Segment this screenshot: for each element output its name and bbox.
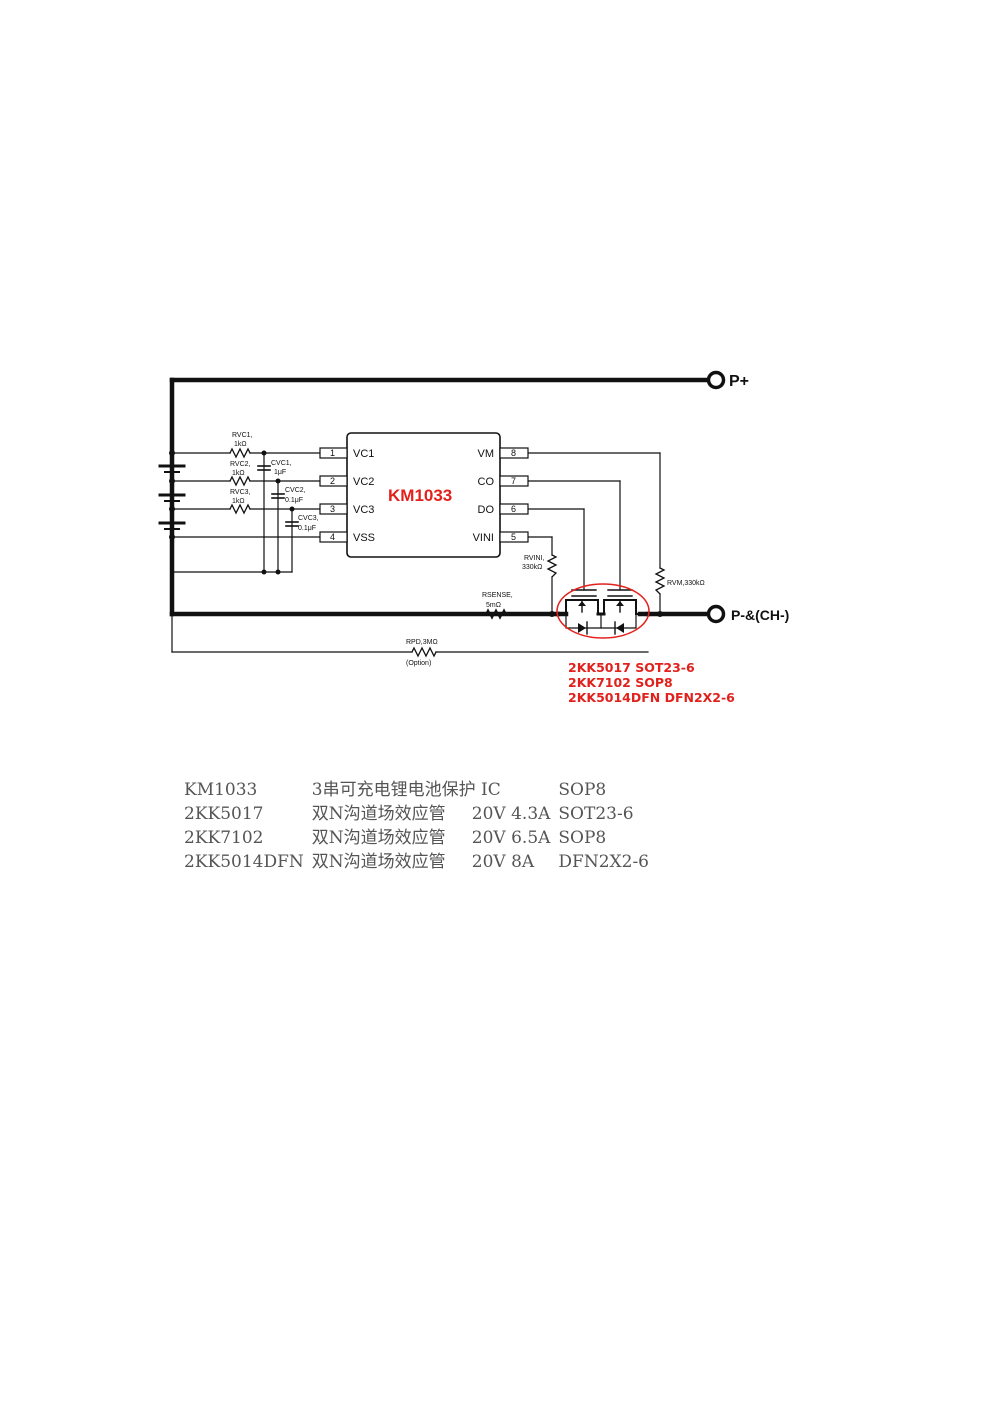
chip-name: KM1033 bbox=[388, 486, 452, 505]
table-row: 2KK5014DFN 双N沟道场效应管 20V 8A DFN2X2-6 bbox=[184, 850, 657, 874]
km1033-chip-body bbox=[346, 432, 501, 558]
rvc3-resistor bbox=[229, 503, 251, 515]
rvc3-label: RVC3, bbox=[230, 489, 251, 496]
part-package: SOP8 bbox=[558, 780, 607, 800]
rvc1-label: RVC1, bbox=[232, 432, 253, 439]
cvc1-label: CVC1, bbox=[271, 460, 292, 467]
capacitors bbox=[257, 465, 299, 527]
pin-number: 6 bbox=[511, 504, 516, 514]
rsense-value: 5mΩ bbox=[486, 602, 501, 609]
part-description: 双N沟道场效应管 bbox=[311, 852, 446, 872]
table-row: 2KK5017 双N沟道场效应管 20V 4.3A SOT23-6 bbox=[184, 802, 657, 826]
rvini-label: RVINI, bbox=[524, 555, 545, 562]
part-rating: 20V 4.3A bbox=[471, 804, 551, 824]
circuit-schematic: KM1033 1 2 3 4 VC1 VC2 VC3 VSS 8 7 6 5 V… bbox=[158, 370, 789, 705]
rvini-value: 330kΩ bbox=[522, 564, 542, 571]
part-number: 2KK5014DFN bbox=[184, 852, 304, 872]
rvc2-value: 1kΩ bbox=[232, 470, 245, 477]
pin-label: CO bbox=[478, 476, 495, 488]
p-plus-label: P+ bbox=[729, 373, 749, 390]
p-minus-terminal[interactable] bbox=[706, 604, 726, 624]
cvc3-value: 0.1μF bbox=[298, 525, 316, 532]
pin-label: VM bbox=[478, 448, 495, 460]
pin-number: 7 bbox=[511, 476, 516, 486]
p-plus-terminal[interactable] bbox=[706, 370, 726, 390]
cvc1-value: 1μF bbox=[274, 469, 286, 476]
positive-rail bbox=[169, 377, 711, 617]
part-number: KM1033 bbox=[184, 780, 258, 800]
part-rating: 20V 8A bbox=[471, 852, 535, 872]
part-package: DFN2X2-6 bbox=[558, 852, 650, 872]
mosfet-highlight-circle bbox=[556, 583, 650, 639]
rpd-option: (Option) bbox=[406, 660, 431, 667]
dual-mosfet bbox=[555, 589, 651, 635]
part-description: 双N沟道场效应管 bbox=[311, 828, 446, 848]
pin-number: 5 bbox=[511, 532, 516, 542]
battery-stack bbox=[158, 464, 186, 530]
rvc2-label: RVC2, bbox=[230, 461, 251, 468]
mosfet-option: 2KK5014DFN DFN2X2-6 bbox=[568, 690, 735, 705]
rsense-label: RSENSE, bbox=[482, 592, 513, 599]
rvc3-value: 1kΩ bbox=[232, 498, 245, 505]
part-description: 双N沟道场效应管 bbox=[311, 804, 446, 824]
p-minus-label: P-&(CH-) bbox=[731, 607, 789, 623]
rvc2-resistor bbox=[229, 475, 251, 487]
table-row: 2KK7102 双N沟道场效应管 20V 6.5A SOP8 bbox=[184, 826, 657, 850]
rvc1-value: 1kΩ bbox=[234, 441, 247, 448]
pin-label: VC1 bbox=[353, 448, 374, 460]
pin-label: VC2 bbox=[353, 476, 374, 488]
table-row: KM1033 3串可充电锂电池保护 IC SOP8 bbox=[184, 778, 657, 802]
part-package: SOT23-6 bbox=[558, 804, 634, 824]
part-description: 3串可充电锂电池保护 IC bbox=[311, 780, 501, 800]
rvini-resistor bbox=[546, 554, 558, 578]
part-number: 2KK5017 bbox=[184, 804, 264, 824]
rvc1-resistor bbox=[229, 447, 251, 459]
pin-label: VSS bbox=[353, 532, 375, 544]
junction-dots bbox=[169, 450, 663, 617]
rpd-resistor bbox=[411, 646, 437, 658]
rvm-label: RVM,330kΩ bbox=[667, 580, 705, 587]
part-package: SOP8 bbox=[558, 828, 607, 848]
pin-label: VC3 bbox=[353, 504, 374, 516]
pin-number: 4 bbox=[330, 532, 335, 542]
chip-pins bbox=[319, 447, 529, 543]
pin-number: 2 bbox=[330, 476, 335, 486]
parts-table: KM1033 3串可充电锂电池保护 IC SOP8 2KK5017 双N沟道场效… bbox=[184, 778, 657, 874]
rsense-resistor bbox=[484, 608, 508, 620]
cvc2-value: 0.1μF bbox=[285, 497, 303, 504]
pin-number: 8 bbox=[511, 448, 516, 458]
mosfet-option: 2KK7102 SOP8 bbox=[568, 675, 673, 690]
part-number: 2KK7102 bbox=[184, 828, 264, 848]
pin-label: VINI bbox=[473, 532, 494, 544]
rpd-label: RPD,3MΩ bbox=[406, 639, 438, 646]
pin-number: 3 bbox=[330, 504, 335, 514]
mosfet-option: 2KK5017 SOT23-6 bbox=[568, 660, 695, 675]
cvc2-label: CVC2, bbox=[285, 487, 306, 494]
cvc3-label: CVC3, bbox=[298, 515, 319, 522]
resistors bbox=[229, 447, 666, 658]
rvm-resistor bbox=[654, 567, 666, 595]
part-rating: 20V 6.5A bbox=[471, 828, 551, 848]
pin-label: DO bbox=[478, 504, 495, 516]
pin-number: 1 bbox=[330, 448, 335, 458]
